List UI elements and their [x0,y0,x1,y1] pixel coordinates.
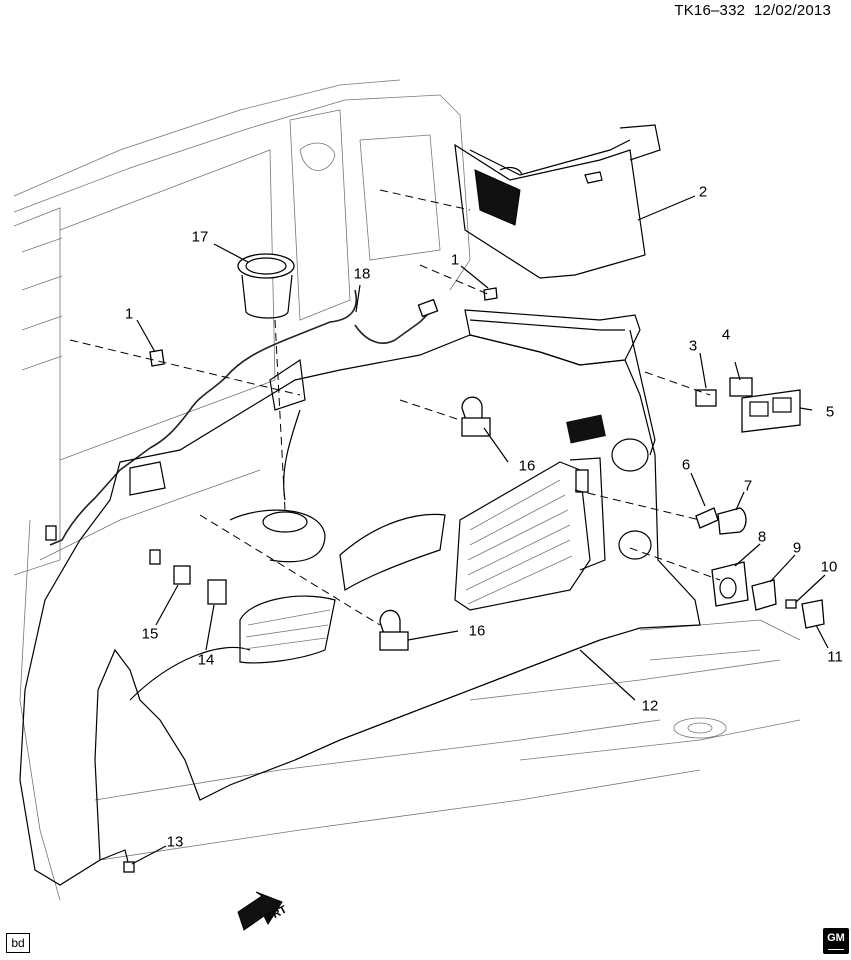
callout-8: 8 [757,528,767,546]
callout-1-right: 1 [450,251,460,269]
front-arrow [237,891,283,931]
callout-16-lower: 16 [468,622,486,640]
callout-4: 4 [721,326,731,344]
callout-2: 2 [698,183,708,201]
upper-trim-panel [464,309,656,456]
gm-logo: GM [823,928,849,954]
leader-lines [131,195,829,865]
callout-11: 11 [827,648,843,666]
callout-7: 7 [743,477,753,495]
wiring-harness [49,289,357,546]
diagram-code: TK16–332 [674,2,746,19]
callout-9: 9 [792,539,802,557]
cup-holder [237,253,295,319]
callout-1-left: 1 [124,305,134,323]
small-parts [123,287,825,873]
callout-14: 14 [197,651,215,669]
assembly-lines [69,189,721,626]
tie-down-loops [379,396,491,651]
callout-18: 18 [353,265,371,283]
storage-bin [454,124,661,279]
callout-13: 13 [166,833,184,851]
callout-15: 15 [141,625,159,643]
callout-5: 5 [825,403,835,421]
callout-6: 6 [681,456,691,474]
lower-vent-grille [239,595,336,664]
callout-10: 10 [820,558,838,576]
callout-17: 17 [191,228,209,246]
callout-12: 12 [641,697,659,715]
callout-3: 3 [688,337,698,355]
rear-vent-grille [454,457,606,611]
callout-16-upper: 16 [518,457,536,475]
diagram-header: TK16–332 12/02/2013 [674,2,831,19]
diagram-date: 12/02/2013 [753,2,831,19]
body-structure [13,79,801,901]
illustrator-tag: bd [6,933,30,953]
